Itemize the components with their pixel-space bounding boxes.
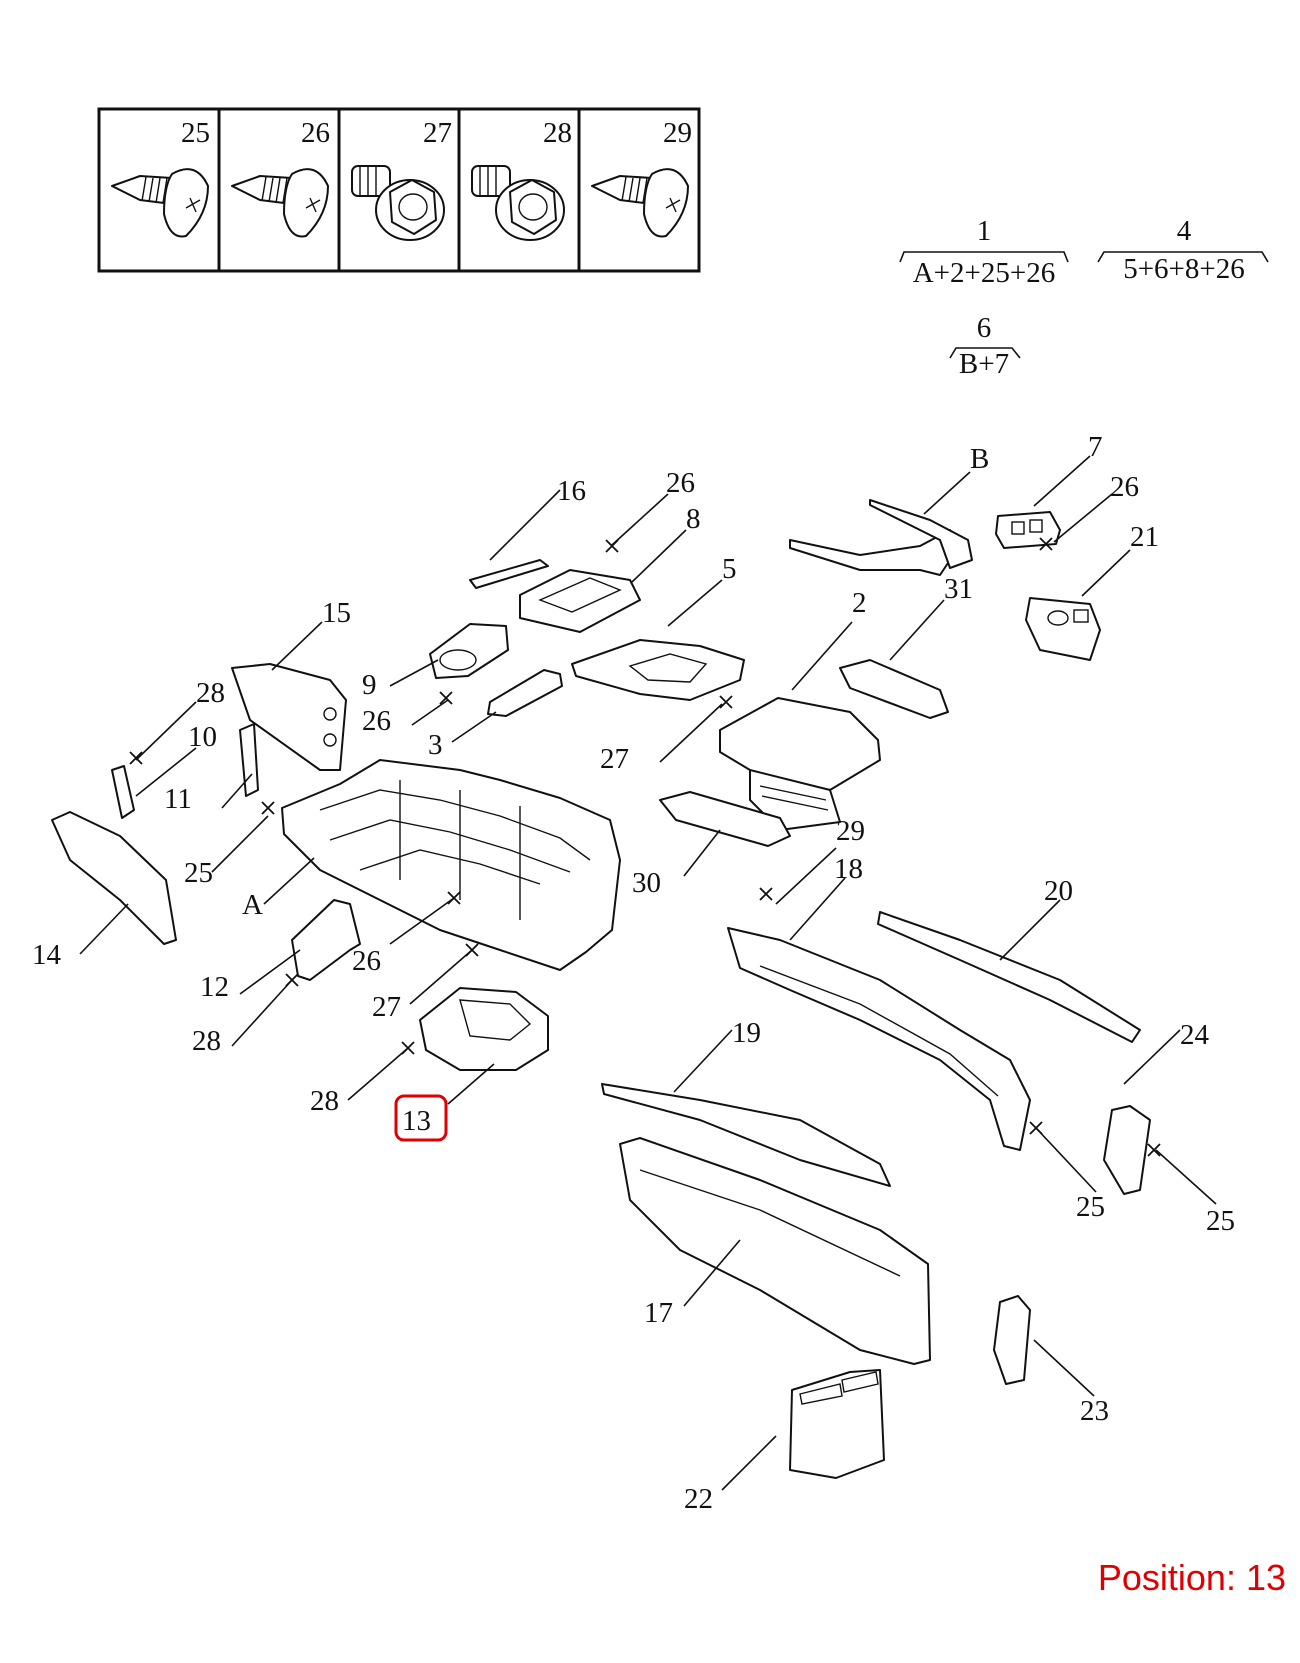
clip-part [239,723,259,797]
callout-label: 2 [852,587,867,619]
console-tray-part [519,569,641,633]
lower-strip-part [601,1083,891,1187]
callout-label: 11 [164,783,192,815]
side-panel-part [659,791,791,847]
callout-label: 30 [632,867,661,899]
callout-label: 26 [666,467,695,499]
callout-label: 14 [32,939,62,971]
trim-bar-part [877,911,1141,1043]
callout-label: 29 [836,815,865,847]
callout-label: 16 [557,475,586,507]
side-trim-part [51,811,177,945]
callout-label: 15 [322,597,351,629]
callout-label: 8 [686,503,701,535]
leader-lines [79,455,1217,1491]
assembly-id: 6 [977,312,992,344]
assembly-formula: B+7 [959,348,1009,380]
cup-holder-part [429,623,509,679]
callout-label: B [970,443,989,475]
fastener-number: 29 [663,117,692,149]
callout-label: 25 [1206,1205,1235,1237]
callout-label: A [242,889,263,921]
callout-label: 12 [200,971,229,1003]
callout-label: 20 [1044,875,1073,907]
callout-label: 17 [644,1297,673,1329]
callout-label: 19 [732,1017,761,1049]
position-label: Position: 13 [1098,1557,1286,1598]
callout-label: 5 [722,553,737,585]
usb-module-part [789,1369,885,1479]
callout-label: 7 [1088,431,1103,463]
screw-icon [231,168,329,238]
trim-strip-part [469,559,549,589]
assembly-id: 4 [1177,215,1192,247]
fastener-number: 27 [423,117,452,149]
fastener-markers [129,537,1161,1157]
fastener-number: 26 [301,117,330,149]
parts-artwork [51,499,1151,1479]
assembly-legend: 1 A+2+25+26 4 5+6+8+26 6 B+7 [899,215,1269,380]
callout-label: 25 [1076,1191,1105,1223]
switch-housing-part [1025,597,1101,661]
bracket-part [291,899,361,981]
callout-label: 22 [684,1483,713,1515]
side-bracket-part [231,663,347,771]
assembly-formula: 5+6+8+26 [1123,253,1245,285]
callout-label-highlighted: 13 [402,1105,431,1137]
armrest-part [719,697,881,791]
fastener-table: 25 26 27 28 29 [97,107,701,273]
bracket-24-part [1103,1105,1151,1195]
fastener-number: 28 [543,117,572,149]
callout-label: 23 [1080,1395,1109,1427]
callout-label: 31 [944,573,973,605]
callout-label: 9 [362,669,377,701]
bracket-13-part [419,987,549,1071]
lower-panel-part [619,1137,931,1365]
assembly-formula: A+2+25+26 [913,257,1056,289]
callout-label: 28 [192,1025,221,1057]
bracket-23-part [993,1295,1031,1385]
fastener-number: 25 [181,117,210,149]
highlight-box [394,1094,448,1142]
callout-label: 24 [1180,1019,1210,1051]
assembly-id: 1 [977,215,992,247]
callout-label: 3 [428,729,443,761]
screw-icon [591,168,689,238]
callout-label: 21 [1130,521,1159,553]
callout-label: 26 [1110,471,1139,503]
flange-bolt-icon [351,165,445,241]
callout-label: 25 [184,857,213,889]
side-rail-part [727,927,1031,1151]
callout-label: 26 [352,945,381,977]
callout-label: 28 [310,1085,339,1117]
gear-frame-part [571,639,745,701]
lid-part [839,659,949,719]
callout-label: 27 [372,991,401,1023]
flange-bolt-icon [471,165,565,241]
switch-part [995,511,1061,549]
screw-icon [111,168,209,238]
callout-label: 18 [834,853,863,885]
callout-label: 26 [362,705,391,737]
callout-label: 10 [188,721,217,753]
callout-label: 27 [600,743,629,775]
console-frame-part [281,759,621,971]
callout-labels: 16 26 8 B 7 26 21 15 5 2 31 28 9 26 10 3… [32,431,1235,1515]
callout-label: 28 [196,677,225,709]
clip-part [111,765,135,819]
vent-part [487,669,563,717]
